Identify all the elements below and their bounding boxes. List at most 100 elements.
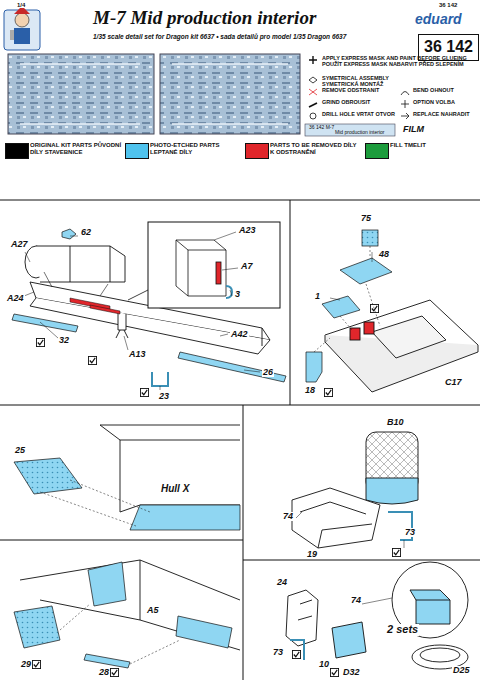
- check-icon: [330, 668, 338, 676]
- photo-etched-part: [84, 654, 130, 668]
- check-icon: [324, 388, 332, 396]
- mascot-icon: [10, 30, 14, 40]
- photo-etched-part: [88, 562, 126, 606]
- callout-number: 48: [378, 250, 390, 259]
- part-label: A7: [240, 262, 254, 271]
- legend-text: BEND OHNOUT: [413, 87, 475, 93]
- detail-inset: [128, 222, 280, 308]
- callout-number: 25: [14, 446, 26, 455]
- seat-drawing: [292, 432, 418, 548]
- set-number: 36 142: [438, 2, 458, 8]
- film-sheet: [305, 124, 395, 136]
- removed-part: [90, 305, 120, 314]
- placement-line: [40, 480, 150, 526]
- removed-part: [70, 298, 120, 314]
- check-icon: [88, 356, 96, 364]
- key-icons: [309, 77, 317, 83]
- mount-drawing: [332, 622, 366, 658]
- legend-text: GRIND OBROUSIT: [322, 99, 397, 105]
- mount-drawing: [290, 640, 304, 660]
- mount-drawing: [416, 600, 450, 601]
- mount-drawing: [410, 590, 450, 624]
- detail-inset: [216, 262, 221, 284]
- check-icon: [292, 650, 300, 658]
- photo-etched-part: [176, 616, 232, 648]
- seat-drawing: [296, 512, 404, 548]
- mount-drawing: [286, 562, 468, 669]
- fret-image: [8, 54, 300, 134]
- check-icon: [110, 668, 118, 676]
- callout-number: 23: [158, 392, 170, 401]
- legend-text: REPLACE NAHRADIT: [413, 111, 475, 117]
- part-label: A13: [128, 350, 147, 359]
- check-icon: [370, 304, 378, 312]
- legend-text: DRILL HOLE VRTAT OTVOR: [322, 111, 397, 117]
- detail-inset: [176, 240, 226, 296]
- detail-inset: [128, 290, 148, 300]
- leader-line: [24, 232, 260, 390]
- callout-number: 32: [58, 336, 70, 345]
- fret-image: [20, 64, 288, 124]
- key-icons: [401, 100, 409, 108]
- fret-image: [160, 54, 300, 134]
- detail-inset: [176, 240, 226, 296]
- callout-number: 74: [350, 596, 362, 605]
- photo-etched-part: [178, 352, 286, 382]
- legend-text: APPLY EXPRESS MASK AND PAINT BEFORE GLUE…: [322, 55, 472, 67]
- photo-etched-part: [322, 296, 360, 318]
- photo-etched-part: [14, 606, 60, 648]
- mount-drawing: [420, 648, 460, 662]
- subtitle: 1/35 scale detail set for Dragon kit 663…: [92, 34, 347, 41]
- placement-line: [40, 480, 150, 526]
- callout-number: 1: [314, 292, 321, 301]
- key-icons: [309, 103, 317, 107]
- mascot-icon: [4, 10, 40, 50]
- legend-text: REMOVE ODSTRANIT: [322, 87, 397, 93]
- part-label: B10: [386, 418, 405, 427]
- callout-number: 28: [98, 668, 110, 677]
- hull-side-assembly: [118, 312, 126, 330]
- part-label: Hull X: [160, 484, 190, 495]
- part-label: D25: [452, 666, 471, 675]
- placement-line: [60, 604, 180, 664]
- detail-inset: [226, 286, 232, 298]
- fret-image: [8, 54, 154, 134]
- callout-number: 3: [234, 290, 241, 299]
- check-icon: [140, 388, 148, 396]
- mascot-icon: [14, 28, 30, 44]
- legend-text: FILL TMELIT: [390, 142, 476, 149]
- callout-number: 19: [306, 550, 318, 559]
- legend-text: PARTS TO BE REMOVED DÍLY K ODSTRANĚNÍ: [270, 142, 362, 155]
- placement-line: [330, 252, 372, 300]
- seat-drawing: [300, 502, 372, 548]
- photo-etched-part: [130, 505, 240, 530]
- legend-swatch: [245, 143, 269, 159]
- panel-border: [0, 200, 480, 680]
- part-label: A42: [230, 330, 249, 339]
- legend-text: ORIGINAL KIT PARTS PŮVODNÍ DÍLY STAVEBNI…: [30, 142, 122, 155]
- placement-line: [314, 246, 380, 352]
- photo-etched-part: [340, 258, 392, 284]
- mascot-icon: [4, 6, 40, 50]
- callout-number: 74: [282, 512, 294, 521]
- hull-side-assembly: [44, 272, 108, 296]
- check-icon: [392, 548, 400, 556]
- photo-etched-part: [14, 562, 232, 668]
- film-label: FILM: [402, 125, 425, 134]
- check-icon: [32, 660, 40, 668]
- part-label: A23: [238, 226, 257, 235]
- legend-swatch: [125, 143, 149, 159]
- placement-line: [60, 604, 180, 664]
- film-text: 36 142 M-7: [308, 125, 335, 130]
- photo-etched-part: [14, 458, 240, 530]
- callout-number: 73: [404, 528, 416, 537]
- key-icons: [401, 92, 409, 96]
- photo-etched-part: [12, 314, 78, 332]
- photo-etched-part: [306, 230, 392, 382]
- mount-drawing: [298, 600, 312, 620]
- photo-etched-part: [62, 229, 76, 239]
- key-icons: [309, 89, 317, 95]
- photo-etched-part: [14, 458, 82, 494]
- panel-border: [0, 200, 480, 680]
